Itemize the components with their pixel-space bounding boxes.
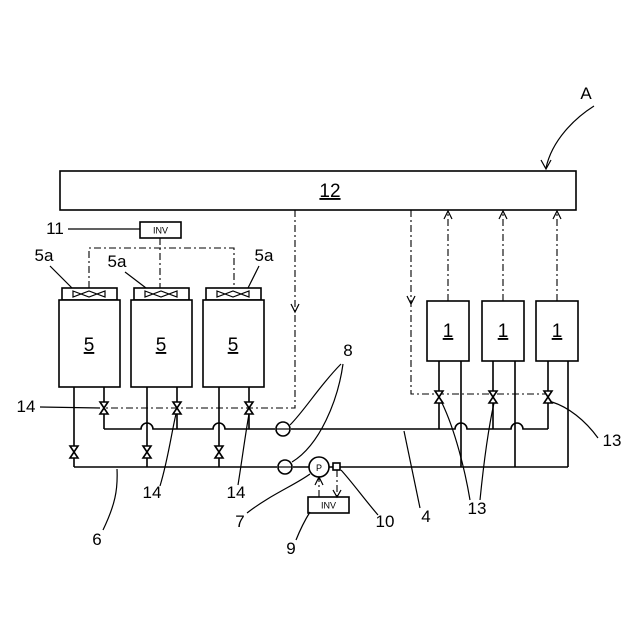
fan-leader xyxy=(125,272,146,288)
ref-8-leader xyxy=(292,364,343,462)
ref-13-leader xyxy=(480,403,494,500)
ref-14-leader xyxy=(238,414,249,485)
ref-label-11: 11 xyxy=(46,219,64,238)
load-group: 1 1 1 xyxy=(427,301,578,361)
controller-box xyxy=(60,171,576,210)
system-leader xyxy=(546,106,594,168)
valve-13 xyxy=(489,391,497,403)
load-label: 1 xyxy=(498,321,509,342)
ref-label-13: 13 xyxy=(468,499,487,518)
ref-label-9: 9 xyxy=(286,539,295,558)
return-header-pipe xyxy=(104,423,548,429)
valve xyxy=(70,446,78,458)
pump-inverter-label: INV xyxy=(321,501,336,511)
load-label: 1 xyxy=(552,321,563,342)
fan-inverter-label: INV xyxy=(153,226,168,236)
ref-14-leader xyxy=(160,414,176,486)
load-label: 1 xyxy=(443,321,454,342)
ref-13-leader xyxy=(442,403,470,500)
fan-label: 5a xyxy=(255,246,274,265)
ref-label-8: 8 xyxy=(343,341,352,360)
valve xyxy=(143,446,151,458)
ref-8-leader xyxy=(290,364,341,425)
ref-6-leader xyxy=(103,469,117,530)
ref-4-leader xyxy=(404,431,420,508)
chiller-label: 5 xyxy=(156,335,167,356)
load-pipe xyxy=(439,361,568,467)
valve xyxy=(215,446,223,458)
fan-5a xyxy=(134,288,189,300)
fan-leader xyxy=(248,266,259,288)
chiller-pipe xyxy=(74,387,249,467)
ref-label-14: 14 xyxy=(17,397,36,416)
system-label-a: A xyxy=(580,84,592,103)
ref-label-7: 7 xyxy=(235,512,244,531)
fan-leader xyxy=(50,266,72,288)
fan-5a xyxy=(62,288,117,300)
valve-13 xyxy=(435,391,443,403)
ref-label-6: 6 xyxy=(92,530,101,549)
ref-label-10: 10 xyxy=(376,512,395,531)
ref-label-4: 4 xyxy=(421,507,430,526)
fan-5a xyxy=(206,288,261,300)
chiller-label: 5 xyxy=(228,335,239,356)
ref-13-leader xyxy=(552,402,598,438)
valve-13 xyxy=(544,391,552,403)
ref-label-13: 13 xyxy=(603,431,622,450)
fan-label: 5a xyxy=(108,252,127,271)
fan-label: 5a xyxy=(35,246,54,265)
controller-label: 12 xyxy=(319,181,340,202)
flow-sensor xyxy=(333,463,340,470)
ref-14-leader xyxy=(40,407,100,408)
chiller-label: 5 xyxy=(84,335,95,356)
ref-7-leader xyxy=(247,474,310,513)
ref-label-14: 14 xyxy=(143,483,162,502)
ref-9-leader xyxy=(296,512,310,540)
ref-label-14: 14 xyxy=(227,483,246,502)
pump-label: P xyxy=(316,463,322,473)
chiller-group: 5 5 5 5a 5a 5a xyxy=(35,246,274,387)
